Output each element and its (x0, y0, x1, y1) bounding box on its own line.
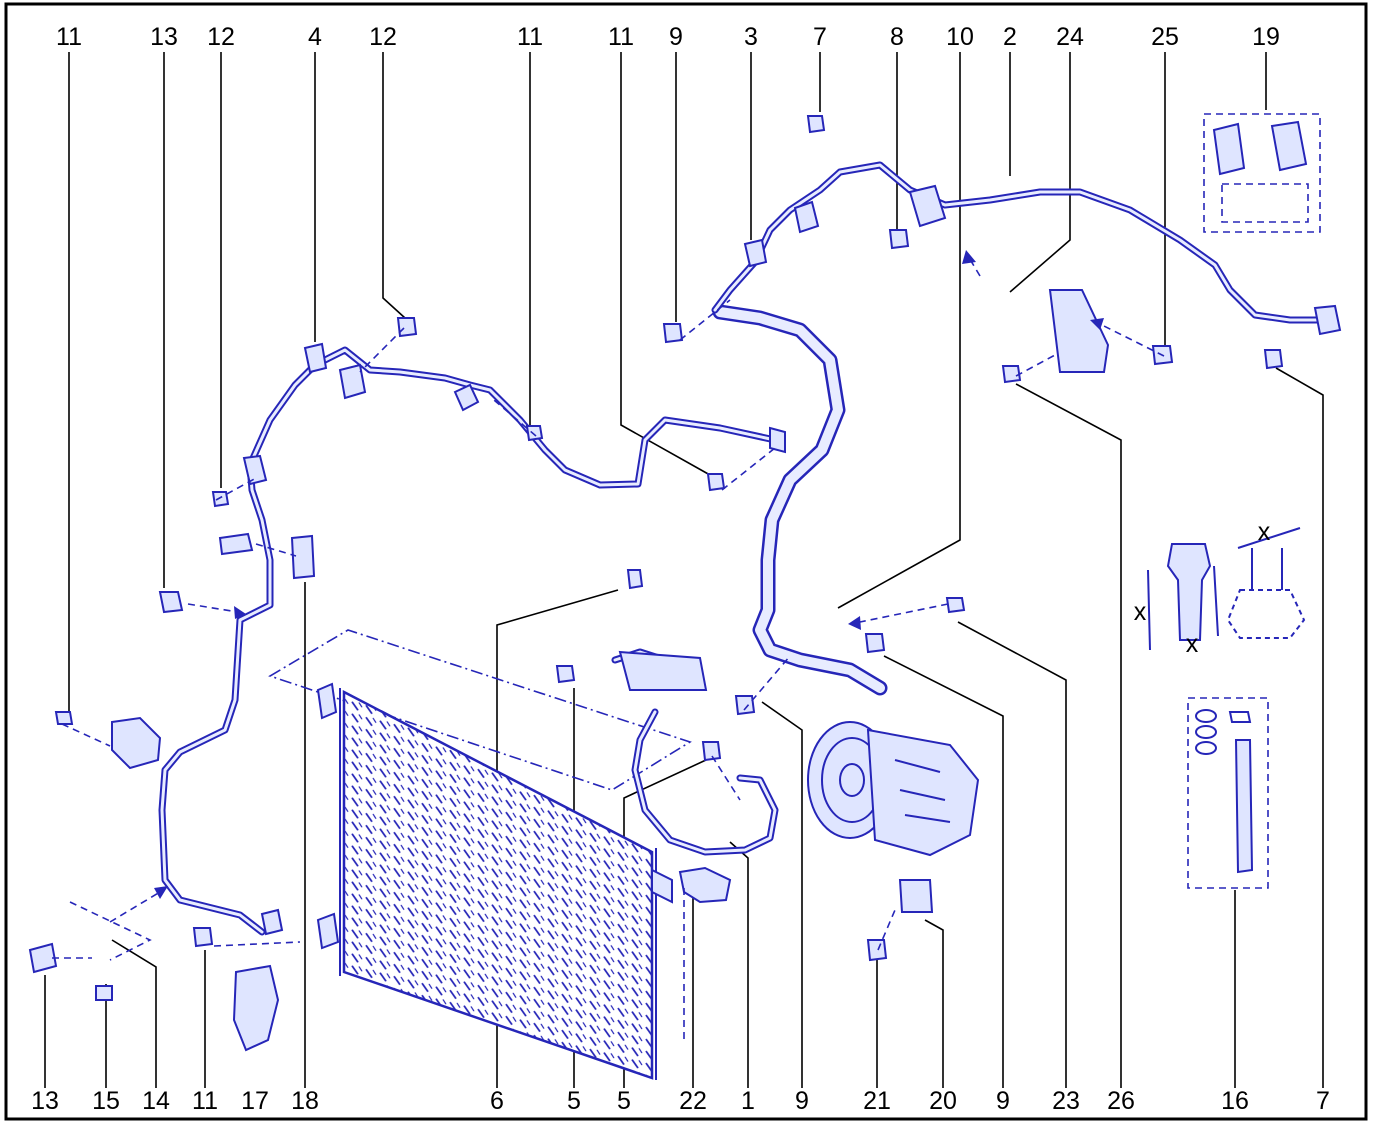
callout-bottom-13: 21 (863, 1087, 891, 1115)
fasteners (28, 115, 1284, 1052)
callout-top-14: 24 (1056, 23, 1084, 51)
condenser-core (342, 689, 654, 1080)
callout-bottom-17: 26 (1107, 1087, 1135, 1115)
condenser (268, 629, 692, 1080)
callout-top-9: 3 (744, 23, 758, 51)
callouts-bottom: 13 15 14 11 17 18 6 5 5 22 1 9 21 20 9 2… (31, 1087, 1330, 1115)
callout-top-7: 11 (608, 23, 634, 51)
callout-bottom-10: 22 (679, 1087, 707, 1115)
callout-bottom-6: 18 (291, 1087, 319, 1115)
bracket-20 (898, 879, 934, 913)
diagram-frame (4, 2, 1368, 1121)
callout-top-13: 2 (1003, 23, 1017, 51)
bracket-24 (1048, 289, 1110, 373)
callouts-top: 11 13 12 4 12 11 11 9 3 7 8 10 2 24 25 1… (56, 23, 1280, 51)
callout-top-1: 11 (56, 23, 82, 51)
dim-x-c: x (1258, 518, 1271, 546)
oil-bag-17 (232, 964, 280, 1052)
dim-x-b: x (1186, 630, 1199, 658)
callout-top-16: 19 (1252, 23, 1280, 51)
callout-top-6: 11 (517, 23, 543, 51)
callout-bottom-4: 11 (192, 1087, 218, 1115)
callout-bottom-8: 5 (567, 1087, 581, 1115)
callout-bottom-5: 17 (241, 1087, 269, 1115)
callout-top-2: 13 (150, 23, 178, 51)
callout-top-8: 9 (669, 23, 683, 51)
callout-bottom-15: 9 (996, 1087, 1010, 1115)
callout-bottom-16: 23 (1052, 1087, 1080, 1115)
callout-top-15: 25 (1151, 23, 1179, 51)
callout-bottom-2: 15 (92, 1087, 120, 1115)
compressor (807, 721, 980, 857)
clip-22 (678, 866, 732, 904)
callout-bottom-19: 7 (1316, 1087, 1330, 1115)
callout-top-12: 10 (946, 23, 974, 51)
callout-bottom-7: 6 (490, 1087, 504, 1115)
pipe-liquid-line (111, 342, 786, 936)
callout-top-5: 12 (369, 23, 397, 51)
callout-bottom-18: 16 (1221, 1087, 1249, 1115)
pressure-valve-4 (303, 342, 328, 374)
callout-bottom-9: 5 (617, 1087, 631, 1115)
callout-bottom-1: 13 (31, 1087, 59, 1115)
inset-16 (1187, 697, 1269, 889)
pipe-manifold-left (111, 716, 162, 770)
callout-bottom-11: 1 (741, 1087, 755, 1115)
inset-19 (1203, 113, 1321, 233)
callout-bottom-12: 9 (795, 1087, 809, 1115)
condenser-outline-dashed (268, 629, 692, 791)
callout-top-11: 8 (890, 23, 904, 51)
inset-dimension: x x x (1134, 518, 1306, 658)
hose-suction (711, 161, 1342, 696)
callout-bottom-14: 20 (929, 1087, 957, 1115)
callout-top-3: 12 (207, 23, 235, 51)
pressure-sensor-18 (290, 534, 316, 580)
leader-lines (44, 52, 1324, 1088)
assembly-arrows (52, 250, 1165, 1040)
hose-discharge (611, 648, 779, 856)
callout-bottom-3: 14 (142, 1087, 170, 1115)
callout-top-4: 4 (308, 23, 322, 51)
dim-x-a: x (1134, 598, 1147, 626)
callout-top-10: 7 (813, 23, 827, 51)
